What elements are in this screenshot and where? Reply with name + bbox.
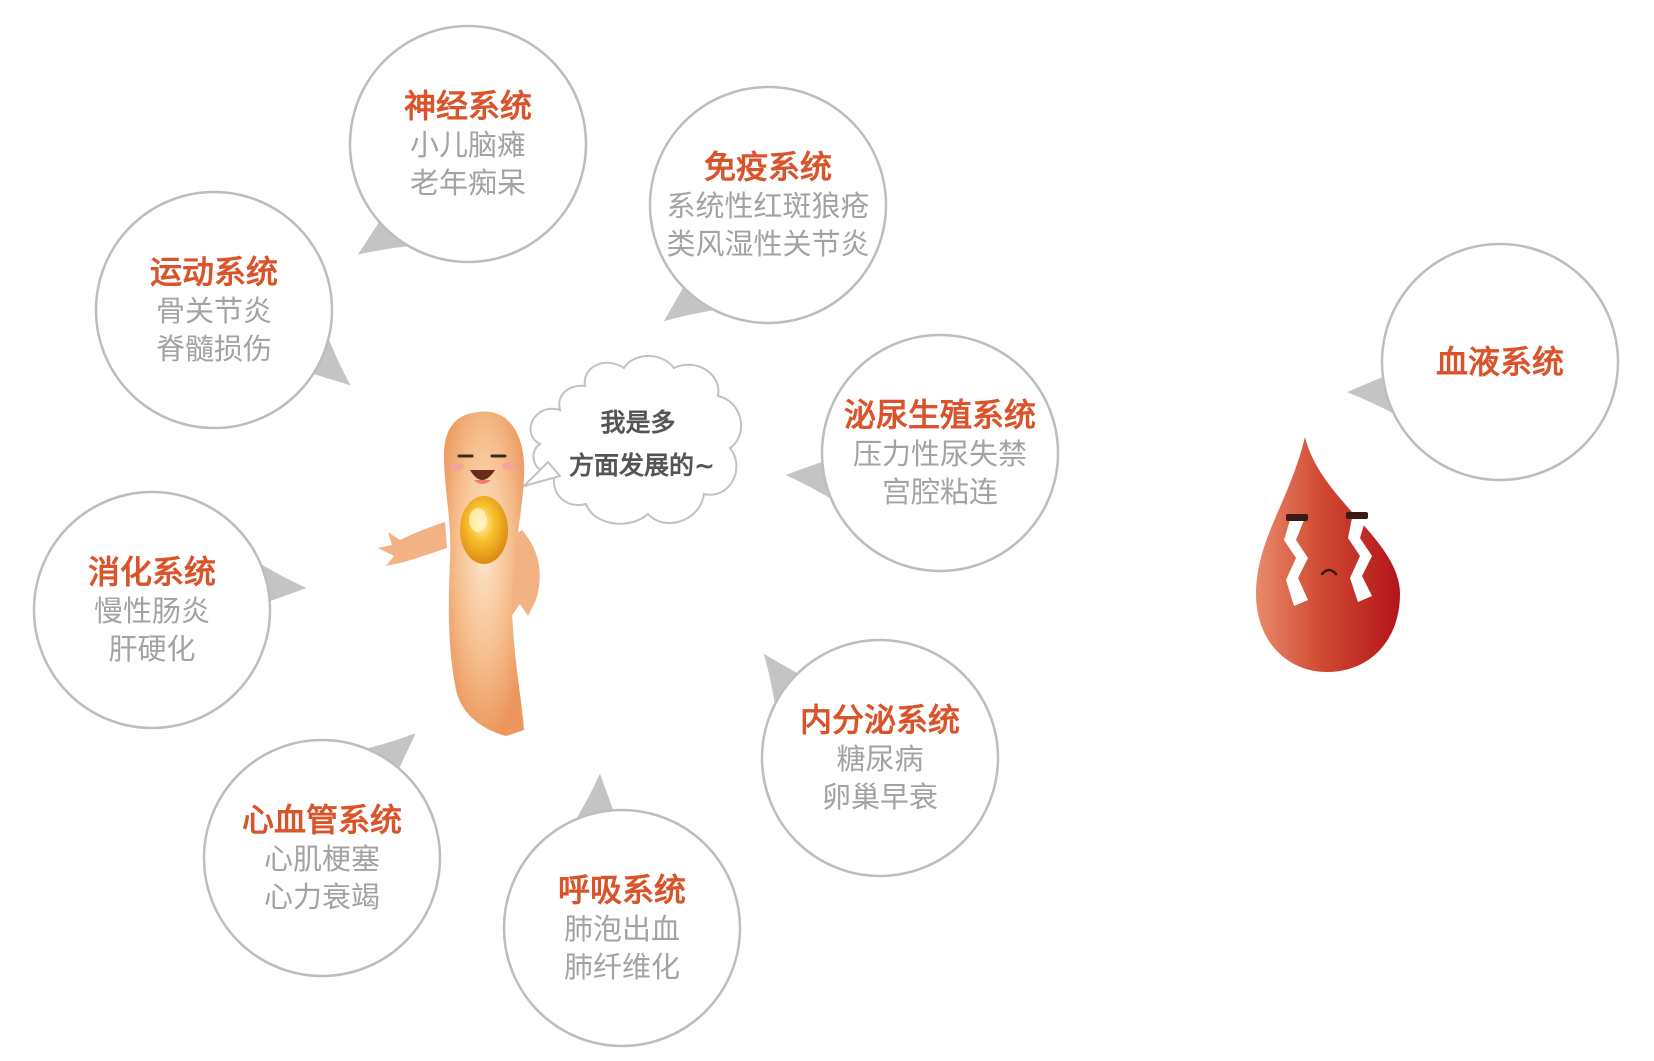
blood-drop-character — [1256, 437, 1400, 672]
system-bubbles: 神经系统小儿脑瘫老年痴呆免疫系统系统性红斑狼疮类风湿性关节炎运动系统骨关节炎脊髓… — [32, 24, 1620, 1048]
bubble-disease: 系统性红斑狼疮 — [666, 189, 869, 223]
bubble-disease: 糖尿病 — [836, 742, 923, 776]
bubble-circle — [348, 24, 588, 264]
speech-line-2: 方面发展的~ — [569, 451, 715, 480]
character-left-arm — [378, 522, 447, 566]
bubble-disease: 脊髓损伤 — [156, 332, 272, 366]
bubble-disease: 肝硬化 — [108, 632, 195, 666]
bubble-tail — [663, 283, 723, 322]
blood-drop-tear-right — [1348, 518, 1372, 602]
bubble-title: 心血管系统 — [242, 801, 402, 839]
blood-drop-eye-left — [1286, 514, 1308, 521]
blood-drop-eye-right — [1346, 512, 1368, 519]
stem-cell-character — [378, 411, 540, 736]
bubble-blood: 血液系统 — [1346, 242, 1620, 482]
bubble-title: 血液系统 — [1436, 343, 1564, 381]
bubble-disease: 肺纤维化 — [564, 950, 680, 984]
bubble-title: 运动系统 — [150, 253, 278, 291]
bubble-circle — [1380, 242, 1620, 482]
bubble-disease: 老年痴呆 — [410, 166, 526, 200]
bubble-circle — [94, 190, 334, 430]
bubble-disease: 骨关节炎 — [156, 294, 272, 328]
blood-drop-mouth — [1320, 568, 1338, 576]
bubble-circle — [648, 85, 888, 325]
bubble-disease: 心肌梗塞 — [264, 842, 380, 876]
speech-line-1: 我是多 — [600, 408, 675, 437]
bubble-tail — [357, 217, 418, 255]
bubble-disease: 小儿脑瘫 — [410, 128, 526, 162]
bubble-title: 内分泌系统 — [800, 701, 960, 739]
bubble-tail — [308, 330, 351, 386]
bubble-disease: 慢性肠炎 — [94, 594, 210, 628]
character-mouth — [470, 470, 495, 480]
bubble-disease: 心力衰竭 — [264, 880, 380, 914]
thought-cloud: 我是多 方面发展的~ — [523, 355, 743, 525]
bubble-title: 神经系统 — [404, 87, 532, 125]
character-heart-glow — [460, 496, 508, 564]
thought-cloud-shape — [529, 355, 743, 525]
bubble-title: 泌尿生殖系统 — [844, 396, 1036, 434]
character-blush-right — [502, 462, 516, 470]
bubble-title: 免疫系统 — [704, 148, 832, 186]
character-body — [444, 411, 525, 736]
character-blush-left — [450, 463, 464, 471]
bubble-circle — [32, 490, 272, 730]
thought-cloud-tail — [523, 461, 561, 487]
bubble-tail — [358, 733, 416, 774]
bubble-disease: 宫腔粘连 — [882, 475, 998, 509]
bubble-disease: 压力性尿失禁 — [853, 437, 1027, 471]
bubble-title: 消化系统 — [88, 553, 216, 591]
bubble-circle — [820, 333, 1060, 573]
bubble-circle — [202, 738, 442, 978]
bubble-disease: 类风湿性关节炎 — [666, 227, 869, 261]
blood-drop-tear-left — [1284, 520, 1308, 606]
bubble-tail — [763, 653, 802, 713]
blood-drop-body — [1256, 437, 1400, 672]
bubble-disease: 肺泡出血 — [564, 912, 680, 946]
bubble-circle — [502, 808, 742, 1048]
bubble-circle — [760, 638, 1000, 878]
bubble-disease: 卵巢早衰 — [822, 780, 938, 814]
bubble-title: 呼吸系统 — [558, 871, 686, 909]
